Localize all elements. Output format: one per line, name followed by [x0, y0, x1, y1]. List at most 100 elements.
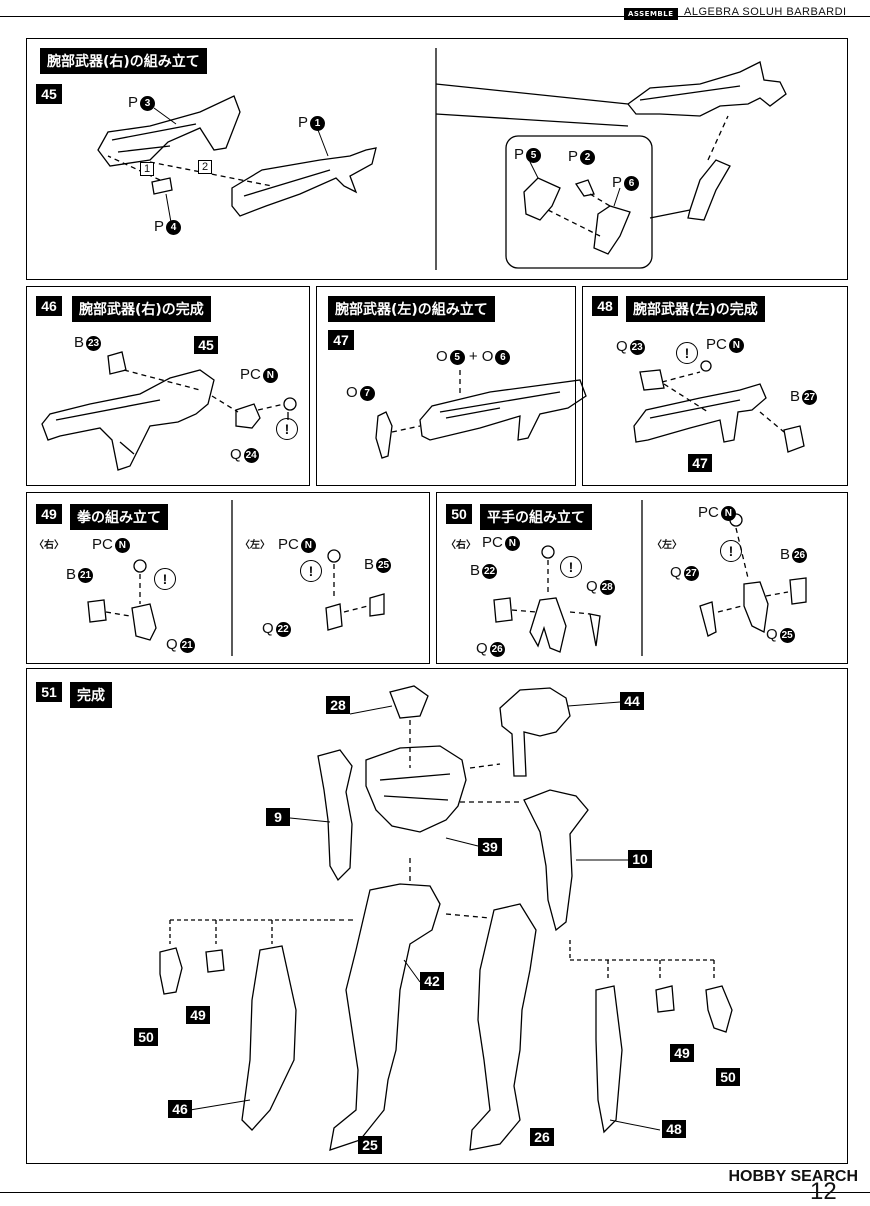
part-number-badge: 28 — [599, 579, 615, 595]
callout-46: 46 — [168, 1100, 192, 1118]
step-47-title: 腕部武器(左)の組み立て — [328, 296, 495, 322]
caution-icon: ! — [276, 418, 298, 440]
part-number-badge: 23 — [86, 335, 102, 351]
part-number-badge: 27 — [802, 389, 818, 405]
step-50-number: 50 — [446, 504, 472, 524]
part-number-badge: 21 — [78, 567, 94, 583]
callout-50-right: 50 — [716, 1068, 740, 1086]
part-number-badge: N — [114, 537, 130, 553]
callout-42: 42 — [420, 972, 444, 990]
callout-48: 48 — [662, 1120, 686, 1138]
page-header: ASSEMBLE ALGEBRA SOLUH BARBARDI — [0, 0, 870, 28]
part-number-badge: 27 — [683, 565, 699, 581]
part-number-badge: 21 — [179, 637, 195, 653]
part-number-badge: N — [300, 537, 316, 553]
callout-25: 25 — [358, 1136, 382, 1154]
footer-rule — [0, 1192, 870, 1193]
part-number-badge: 25 — [779, 627, 795, 643]
part-number-badge: 26 — [489, 641, 505, 657]
part-number-badge: 23 — [629, 339, 645, 355]
ref-step-47-callout: 47 — [688, 454, 712, 472]
part-number-badge: 4 — [166, 219, 182, 235]
caution-icon: ! — [300, 560, 322, 582]
part-number-badge: 22 — [482, 563, 498, 579]
sequence-1-box: 1 — [140, 162, 155, 176]
part-number-badge: 5 — [526, 147, 542, 163]
step-49-title: 拳の組み立て — [70, 504, 168, 530]
step-50-title: 平手の組み立て — [480, 504, 592, 530]
part-number-badge: 7 — [359, 385, 375, 401]
step-47-number: 47 — [328, 330, 354, 350]
step-46-number: 46 — [36, 296, 62, 316]
callout-28: 28 — [326, 696, 350, 714]
page-number: 12 — [810, 1178, 837, 1205]
part-number-badge: 5 — [449, 349, 465, 365]
caution-icon: ! — [560, 556, 582, 578]
callout-49-right: 49 — [670, 1044, 694, 1062]
sequence-2-box: 2 — [198, 160, 213, 174]
step-51-title: 完成 — [70, 682, 112, 708]
assemble-tag: ASSEMBLE — [624, 8, 678, 20]
callout-49-left: 49 — [186, 1006, 210, 1024]
caution-icon: ! — [154, 568, 176, 590]
right-hand-label: 〈右〉 — [446, 540, 476, 551]
part-number-badge: 24 — [243, 447, 259, 463]
left-hand-label: 〈左〉 — [652, 540, 682, 551]
part-number-badge: N — [720, 505, 736, 521]
part-number-badge: 3 — [140, 95, 156, 111]
product-title: ALGEBRA SOLUH BARBARDI — [684, 6, 847, 18]
left-hand-label: 〈左〉 — [240, 540, 270, 551]
part-number-badge: 6 — [495, 349, 511, 365]
callout-26: 26 — [530, 1128, 554, 1146]
step-48-number: 48 — [592, 296, 618, 316]
part-number-badge: 6 — [624, 175, 640, 191]
callout-39: 39 — [478, 838, 502, 856]
step-51-panel — [26, 668, 848, 1164]
part-number-badge: N — [262, 367, 278, 383]
part-number-badge: N — [504, 535, 520, 551]
step-51-number: 51 — [36, 682, 62, 702]
callout-9: 9 — [266, 808, 290, 826]
header-rule — [0, 16, 870, 17]
part-number-badge: 2 — [580, 149, 596, 165]
part-number-badge: 25 — [376, 557, 392, 573]
step-45-number: 45 — [36, 84, 62, 104]
callout-50-left: 50 — [134, 1028, 158, 1046]
part-number-badge: 22 — [275, 621, 291, 637]
step-48-title: 腕部武器(左)の完成 — [626, 296, 765, 322]
part-number-badge: 1 — [310, 115, 326, 131]
ref-step-45-callout: 45 — [194, 336, 218, 354]
right-hand-label: 〈右〉 — [34, 540, 64, 551]
part-number-badge: N — [728, 337, 744, 353]
part-number-badge: 26 — [792, 547, 808, 563]
step-45-title: 腕部武器(右)の組み立て — [40, 48, 207, 74]
step-49-number: 49 — [36, 504, 62, 524]
